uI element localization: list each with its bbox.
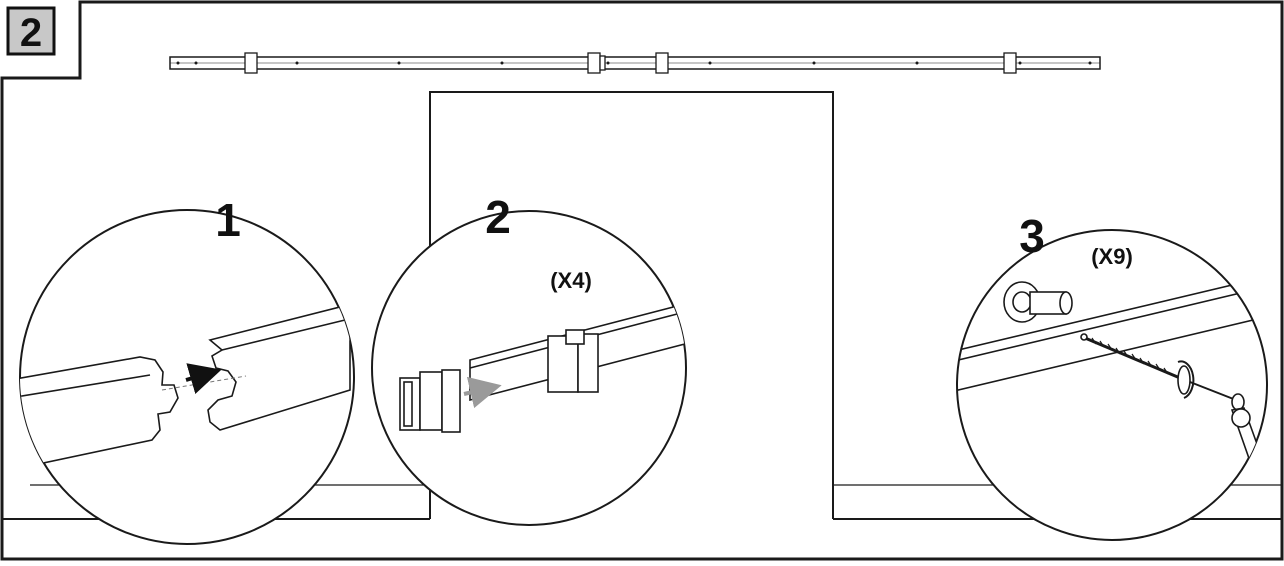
join-arrow-icon (185, 363, 222, 394)
callout-1: 1 (19, 194, 355, 545)
lag-screw-icon (1080, 333, 1245, 411)
slide-arrow-icon (463, 376, 502, 409)
rail-segment-left (20, 356, 179, 471)
callout-2: 2 (X4) (371, 191, 687, 526)
step-badge-label: 2 (20, 11, 42, 55)
bracket-on-rail (547, 329, 599, 393)
callout-2-number: 2 (485, 191, 511, 243)
rail-stops (244, 52, 1017, 74)
callout-3-number: 3 (1019, 210, 1045, 262)
spacer-icon (1003, 281, 1073, 323)
callout-1-number: 1 (215, 194, 241, 246)
top-rail (169, 52, 1101, 74)
callout-3: 3 (X9) (956, 210, 1268, 541)
rotate-arrow-icon (1177, 360, 1195, 399)
bracket-loose (399, 369, 461, 433)
callout-2-quantity: (X4) (550, 268, 592, 293)
callout-3-quantity: (X9) (1091, 244, 1133, 269)
rail-holes (176, 61, 1092, 65)
step-badge: 2 (6, 6, 56, 56)
